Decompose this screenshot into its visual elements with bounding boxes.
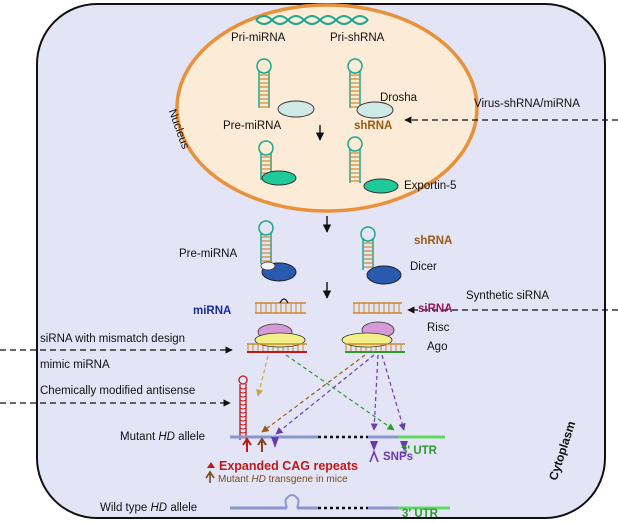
exportin-5 (363, 178, 399, 194)
dna-helix-icon (255, 15, 369, 25)
label-shrna-cytoplasm: shRNA (414, 235, 453, 247)
label-pri-shrna: Pri-shRNA (330, 32, 385, 44)
label-virus: Virus-shRNA/miRNA (474, 98, 580, 110)
drosha-enzyme (277, 100, 315, 118)
label-synthetic-sirna: Synthetic siRNA (466, 290, 550, 302)
label-pri-mirna: Pri-miRNA (231, 32, 286, 44)
label-chemically-modified: Chemically modified antisense (40, 385, 196, 397)
hairpin-icon (256, 58, 272, 108)
dicer-enzyme (366, 265, 402, 285)
label-risc: Risc (427, 322, 450, 334)
label-drosha: Drosha (380, 92, 418, 104)
label-mimic-mirna: mimic miRNA (40, 359, 110, 371)
label-transgene: Mutant HD transgene in mice (218, 474, 348, 485)
hairpin-icon (347, 58, 363, 108)
label-mismatch: siRNA with mismatch design (40, 333, 186, 345)
wildtype-hd-mrna (230, 494, 450, 510)
label-utr-mutant: 3' UTR (401, 445, 437, 457)
hairpin-icon (360, 226, 376, 270)
label-wildtype-hd-allele: Wild type HD allele (100, 502, 198, 514)
label-utr-wildtype: 3' UTR (402, 508, 438, 520)
risc-complex-left (247, 323, 307, 353)
label-shrna-nucleus: shRNA (354, 120, 393, 132)
hairpin-icon (347, 136, 363, 183)
hairpin-icon (258, 220, 274, 264)
label-pre-mirna-cytoplasm: Pre-miRNA (179, 248, 238, 260)
label-pre-mirna-nucleus: Pre-miRNA (223, 120, 282, 132)
label-exportin: Exportin-5 (404, 180, 457, 192)
label-mutant-hd-allele: Mutant HD allele (120, 431, 206, 443)
label-sirna: siRNA (418, 303, 453, 315)
exportin-5 (261, 170, 297, 186)
label-ago: Ago (427, 341, 448, 353)
nucleus (175, 3, 479, 213)
label-dicer: Dicer (410, 261, 437, 273)
drosha-enzyme (356, 101, 394, 119)
risc-complex-right (341, 321, 405, 353)
label-snps: SNPs (383, 451, 414, 463)
label-cag-repeats: Expanded CAG repeats (219, 459, 358, 473)
label-mirna: miRNA (193, 305, 232, 317)
